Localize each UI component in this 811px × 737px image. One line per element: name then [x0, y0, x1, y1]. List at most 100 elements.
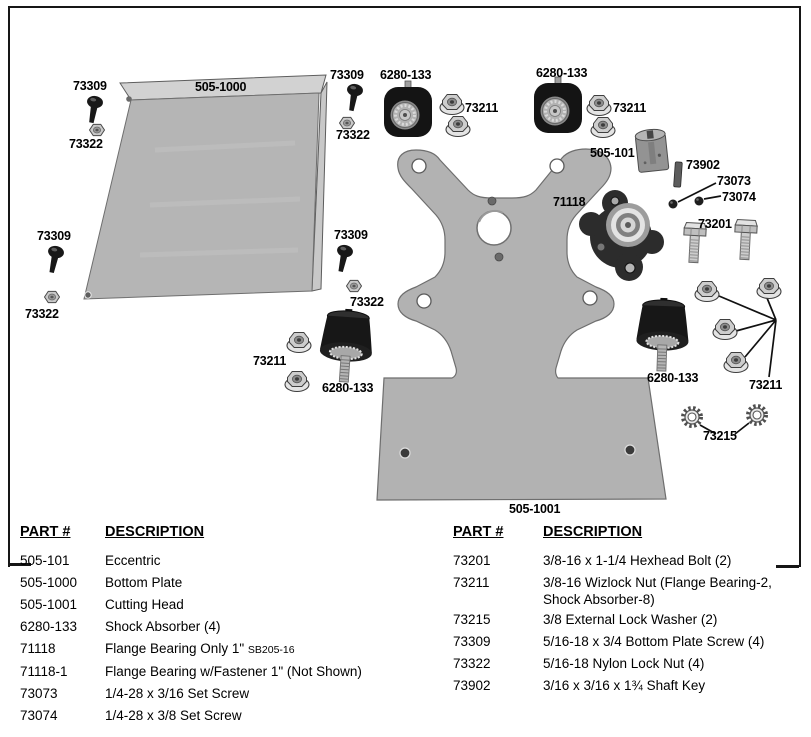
leader-lines — [677, 182, 777, 435]
wizlock-nut-73211 — [756, 277, 782, 300]
callout-73211-top-mid: 73211 — [465, 101, 499, 115]
callout-6280-133-right: 6280-133 — [647, 371, 699, 385]
part-description: Shock Absorber (4) — [105, 619, 221, 634]
part-description: 5/16-18 Nylon Lock Nut (4) — [543, 656, 705, 671]
wizlock-nut-73211 — [439, 93, 465, 116]
wizlock-nut-73211 — [445, 115, 471, 138]
description-header: DESCRIPTION — [543, 524, 643, 540]
part-number: 6280-133 — [20, 619, 78, 634]
wizlock-nut-73211 — [712, 318, 738, 341]
lock-washer-73215 — [681, 406, 703, 428]
diagram-border — [8, 6, 801, 567]
part-description: 3/8 External Lock Washer (2) — [543, 612, 718, 627]
callout-71118: 71118 — [553, 195, 586, 209]
part-description: Eccentric — [105, 553, 161, 568]
part-number: 505-101 — [20, 553, 70, 568]
part-number: 73074 — [20, 708, 58, 723]
part-description: 1/4-28 x 3/8 Set Screw — [105, 708, 242, 723]
flange-bearing-71118 — [579, 190, 664, 281]
shock-absorber-6280-133 — [316, 306, 376, 385]
parts-row-505-1001: 505-1001 Cutting Head — [20, 594, 445, 616]
callout-505-1001: 505-1001 — [509, 502, 561, 516]
parts-row-73902: 73902 3/16 x 3/16 x 1¾ Shaft Key — [453, 675, 803, 697]
part-description: 5/16-18 x 3/4 Bottom Plate Screw (4) — [543, 634, 765, 649]
callout-73211-top-right: 73211 — [613, 101, 647, 115]
part-number: 73201 — [453, 553, 491, 568]
wizlock-nut-73211 — [284, 370, 310, 393]
cutting-head-505-1001 — [376, 148, 667, 501]
parts-row-505-101: 505-101 Eccentric — [20, 550, 445, 572]
part-description: 3/16 x 3/16 x 1¾ Shaft Key — [543, 678, 706, 693]
bottom-plate-screw-73309 — [332, 243, 355, 274]
parts-table-header: PART # DESCRIPTION — [453, 524, 803, 541]
callout-73309-top-left: 73309 — [73, 79, 107, 93]
parts-row-73211: 73211 3/8-16 Wizlock Nut (Flange Bearing… — [453, 572, 803, 609]
callout-6280-133-bottom-left: 6280-133 — [322, 381, 374, 395]
parts-row-73201: 73201 3/8-16 x 1-1/4 Hexhead Bolt (2) — [453, 550, 803, 572]
parts-row-73322: 73322 5/16-18 Nylon Lock Nut (4) — [453, 653, 803, 675]
parts-row-73215: 73215 3/8 External Lock Washer (2) — [453, 609, 803, 631]
part-number: 71118-1 — [20, 664, 68, 679]
set-screw-73074 — [694, 196, 704, 206]
parts-table-right: PART # DESCRIPTION 73201 3/8-16 x 1-1/4 … — [453, 524, 803, 697]
wizlock-nut-73211 — [586, 94, 612, 117]
part-number: 73322 — [453, 656, 491, 671]
diagram-border-foot-right — [776, 565, 799, 568]
callout-73211-bottom-left: 73211 — [253, 354, 287, 368]
part-number: 73073 — [20, 686, 58, 701]
part-description: Flange Bearing Only 1" SB205-16 — [105, 641, 295, 656]
nylon-lock-nut-73322 — [89, 123, 105, 137]
part-description: 3/8-16 Wizlock Nut (Flange Bearing-2, Sh… — [543, 575, 772, 607]
callout-6280-133-top-right: 6280-133 — [536, 66, 588, 80]
callout-73322-bottom-left: 73322 — [25, 307, 59, 321]
wizlock-nut-73211 — [590, 116, 616, 139]
part-number: 73211 — [453, 575, 490, 590]
callout-73322-top-left: 73322 — [69, 137, 103, 151]
parts-row-73074: 73074 1/4-28 x 3/8 Set Screw — [20, 705, 445, 727]
wizlock-nut-73211 — [286, 331, 312, 354]
callout-73211-right: 73211 — [749, 378, 783, 392]
shaft-key-73902 — [673, 161, 683, 188]
bottom-plate-screw-73309 — [43, 244, 66, 275]
part-description: Cutting Head — [105, 597, 184, 612]
callout-73309-mid-left: 73309 — [37, 229, 71, 243]
set-screw-73073 — [668, 199, 678, 209]
callout-73322-mid: 73322 — [350, 295, 384, 309]
parts-row-73309: 73309 5/16-18 x 3/4 Bottom Plate Screw (… — [453, 631, 803, 653]
part-number: 71118 — [20, 641, 56, 656]
hexhead-bolt-73201 — [732, 218, 758, 261]
parts-row-71118-1: 71118-1 Flange Bearing w/Fastener 1" (No… — [20, 661, 445, 683]
eccentric-505-101 — [634, 127, 670, 173]
diagram-border-foot-left — [9, 563, 31, 566]
shock-absorber-6280-133 — [382, 79, 434, 139]
callout-505-1000: 505-1000 — [195, 80, 247, 94]
parts-row-73073: 73073 1/4-28 x 3/16 Set Screw — [20, 683, 445, 705]
part-number: 73902 — [453, 678, 491, 693]
part-number: 73309 — [453, 634, 491, 649]
shock-absorber-6280-133 — [634, 296, 691, 373]
exploded-view-art — [43, 74, 782, 501]
callout-505-101: 505-101 — [590, 146, 635, 160]
callout-73309-mid: 73309 — [334, 228, 368, 242]
nylon-lock-nut-73322 — [346, 279, 362, 293]
callout-73201: 73201 — [698, 217, 732, 231]
description-header: DESCRIPTION — [105, 524, 205, 540]
bearing-model-note: SB205-16 — [247, 644, 295, 656]
callout-73074: 73074 — [722, 190, 756, 204]
part-description: 1/4-28 x 3/16 Set Screw — [105, 686, 250, 701]
parts-table-header: PART # DESCRIPTION — [20, 524, 445, 541]
leader-lines-73211 — [718, 292, 777, 378]
part-description: Flange Bearing w/Fastener 1" (Not Shown) — [105, 664, 362, 679]
callout-73073: 73073 — [717, 174, 751, 188]
parts-row-6280-133: 6280-133 Shock Absorber (4) — [20, 616, 445, 638]
leader-line-73074 — [703, 195, 722, 200]
parts-table-left: PART # DESCRIPTION 505-101 Eccentric 505… — [20, 524, 445, 727]
bottom-plate-screw-73309 — [343, 82, 364, 113]
part-number: 73215 — [453, 612, 491, 627]
nylon-lock-nut-73322 — [44, 290, 60, 304]
shock-absorber-6280-133 — [532, 75, 584, 135]
part-description: Bottom Plate — [105, 575, 183, 590]
parts-row-505-1000: 505-1000 Bottom Plate — [20, 572, 445, 594]
callout-73309-top-mid: 73309 — [330, 68, 364, 82]
